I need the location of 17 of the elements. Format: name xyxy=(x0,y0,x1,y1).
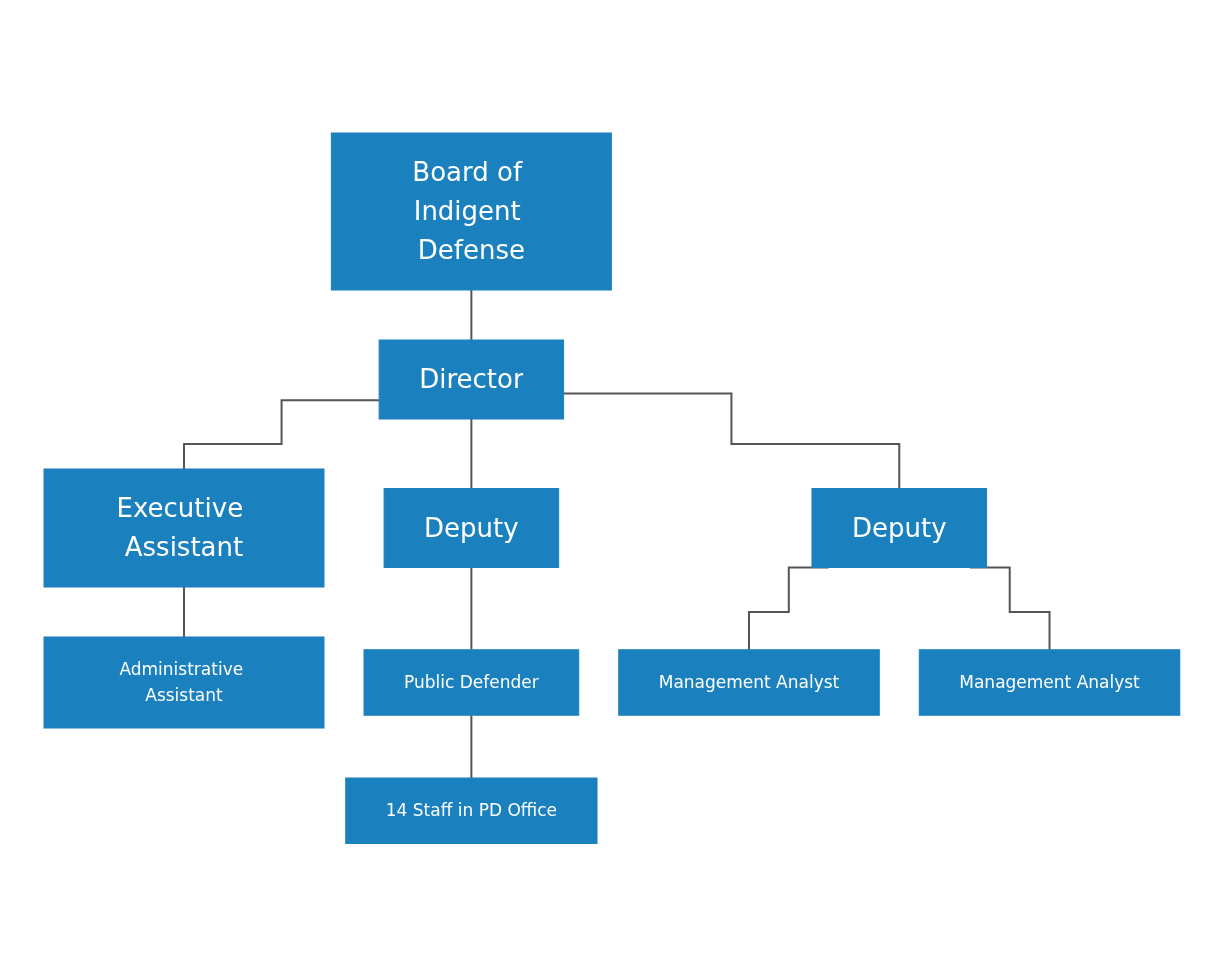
connector xyxy=(562,392,901,490)
node-box: Management Analyst xyxy=(618,649,880,716)
node-box: Director xyxy=(378,339,565,420)
node-box: Deputy xyxy=(383,487,560,568)
connector xyxy=(470,714,473,779)
node-box: Administrative Assistant xyxy=(43,636,325,729)
node-box: Executive Assistant xyxy=(43,468,325,588)
node-box: Public Defender xyxy=(363,649,580,716)
connector xyxy=(470,566,473,651)
node-box: Management Analyst xyxy=(918,649,1181,716)
node-box: 14 Staff in PD Office xyxy=(345,777,598,844)
node-box: Board of Indigent Defense xyxy=(330,132,612,291)
connector xyxy=(183,585,186,638)
connector xyxy=(183,398,381,470)
node-box: Deputy xyxy=(811,487,988,568)
connector xyxy=(470,288,473,341)
connector xyxy=(470,417,473,490)
